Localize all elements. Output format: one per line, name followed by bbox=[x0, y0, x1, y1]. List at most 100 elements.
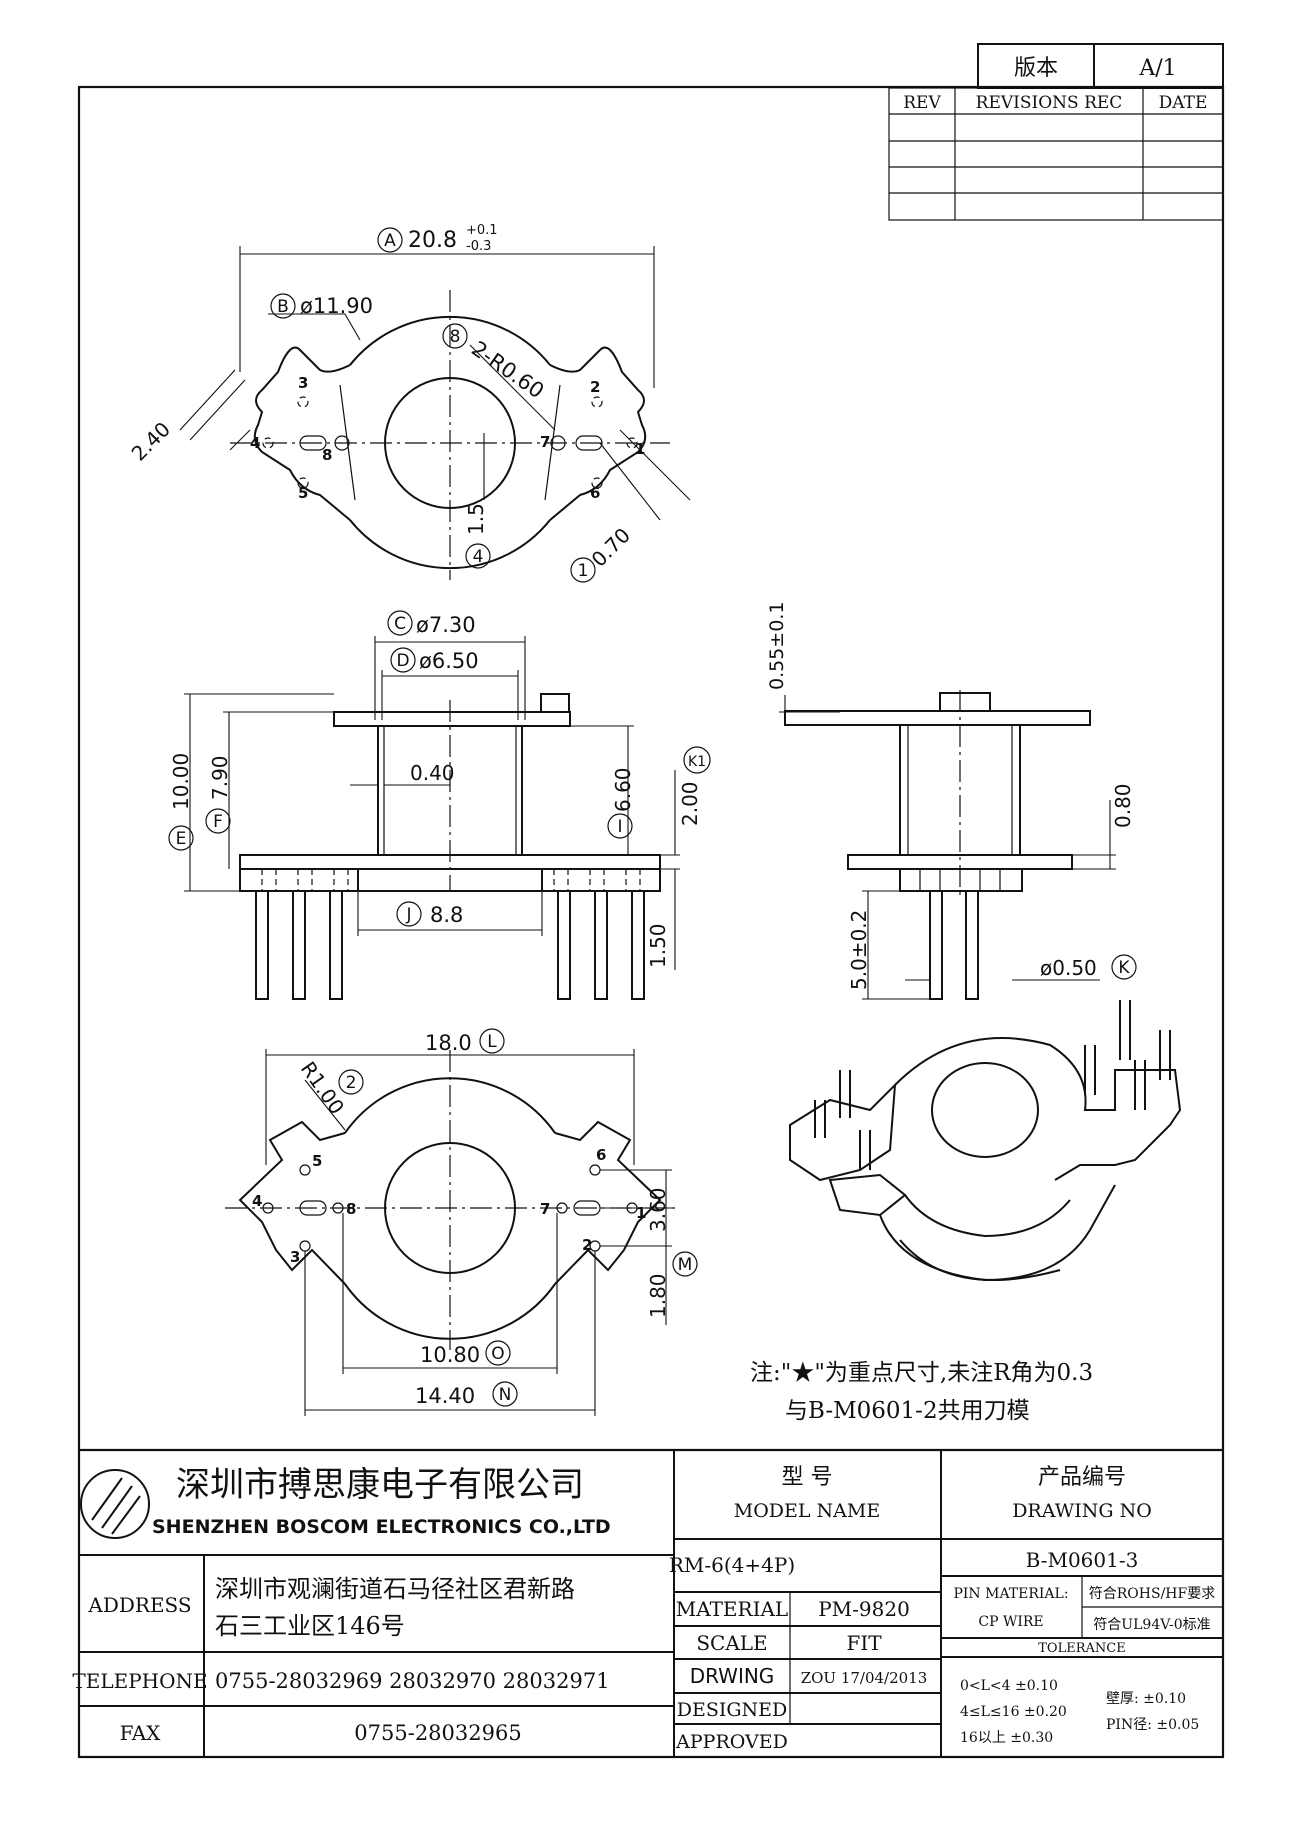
balloon-8-top bbox=[442, 323, 468, 349]
top-pin-4: 4 bbox=[250, 434, 260, 452]
dim-n-value: 14.40 bbox=[415, 1384, 475, 1408]
fax-label: FAX bbox=[120, 1721, 162, 1745]
bottom-pin-5: 5 bbox=[312, 1152, 322, 1170]
svg-text:E: E bbox=[176, 829, 187, 849]
drawing-label: DRWING bbox=[690, 1664, 775, 1688]
dim-l-value: 18.0 bbox=[425, 1031, 472, 1055]
balloon-j bbox=[396, 901, 422, 927]
top-pin-2: 2 bbox=[590, 378, 600, 396]
note-line-2: 与B-M0601-2共用刀模 bbox=[785, 1398, 1030, 1424]
dim-d-value: ø6.50 bbox=[419, 649, 479, 673]
bottom-pin-2: 2 bbox=[582, 1236, 592, 1254]
tolerance-label: TOLERANCE bbox=[1038, 1641, 1125, 1656]
pin-material-label: PIN MATERIAL: bbox=[953, 1586, 1068, 1602]
company-name-cn: 深圳市搏思康电子有限公司 bbox=[176, 1465, 584, 1505]
dim-080-value: 0.80 bbox=[1111, 783, 1135, 828]
balloon-o bbox=[485, 1340, 511, 1366]
dim-240-value: 2.40 bbox=[127, 417, 175, 465]
version-box: 版本 A/1 bbox=[977, 43, 1224, 89]
company-name-en: SHENZHEN BOSCOM ELECTRONICS CO.,LTD bbox=[152, 1516, 611, 1538]
dim-f-value: 7.90 bbox=[208, 755, 232, 800]
bottom-pin-7: 7 bbox=[540, 1200, 550, 1218]
telephone-value: 0755-28032969 28032970 28032971 bbox=[215, 1669, 610, 1693]
dim-040-value: 0.40 bbox=[410, 761, 455, 785]
top-pin-7: 7 bbox=[540, 433, 550, 451]
bottom-pin-4: 4 bbox=[252, 1192, 262, 1210]
svg-text:4: 4 bbox=[473, 547, 484, 567]
balloon-4-top bbox=[465, 543, 491, 569]
material-value: PM-9820 bbox=[818, 1597, 910, 1621]
wall-tolerance: 壁厚: ±0.10 bbox=[1106, 1691, 1186, 1707]
balloon-c bbox=[387, 610, 413, 636]
top-pin-6: 6 bbox=[590, 484, 600, 502]
revisions-rec-header: REVISIONS REC bbox=[976, 93, 1123, 113]
dim-c-value: ø7.30 bbox=[416, 613, 476, 637]
drawing-border bbox=[77, 85, 1225, 1759]
svg-text:1: 1 bbox=[578, 561, 589, 581]
designed-label: DESIGNED bbox=[677, 1699, 788, 1721]
balloon-n bbox=[492, 1381, 518, 1407]
scale-value: FIT bbox=[846, 1631, 882, 1655]
balloon-e bbox=[168, 825, 194, 851]
top-pin-5: 5 bbox=[298, 484, 308, 502]
dim-k1-value: 2.00 bbox=[678, 781, 702, 826]
dim-e-value: 10.00 bbox=[169, 753, 193, 810]
ul-compliance: 符合UL94V-0标准 bbox=[1093, 1617, 1210, 1633]
balloon-b bbox=[270, 293, 296, 319]
fax-value: 0755-28032965 bbox=[354, 1721, 521, 1745]
dim-150-value: 1.50 bbox=[646, 923, 670, 968]
balloon-2-bottom bbox=[338, 1069, 364, 1095]
balloon-f bbox=[205, 808, 231, 834]
svg-text:N: N bbox=[499, 1385, 512, 1405]
svg-text:A: A bbox=[384, 231, 396, 251]
svg-text:B: B bbox=[277, 297, 289, 317]
model-cn: 型 号 bbox=[782, 1465, 833, 1490]
approved-label: APPROVED bbox=[675, 1731, 788, 1753]
bottom-view: 18.0 L R1.00 2 1 2 3 4 5 6 7 8 bbox=[225, 1028, 698, 1416]
dim-m18-value: 1.80 bbox=[646, 1273, 670, 1318]
top-pin-3: 3 bbox=[298, 374, 308, 392]
bottom-pin-3: 3 bbox=[290, 1248, 300, 1266]
svg-text:M: M bbox=[678, 1255, 693, 1275]
balloon-k1 bbox=[683, 746, 711, 774]
material-label: MATERIAL bbox=[676, 1597, 788, 1621]
drawing-no-en: DRAWING NO bbox=[1012, 1500, 1152, 1522]
dim-50-value: 5.0±0.2 bbox=[847, 910, 871, 990]
front-view: C ø7.30 D ø6.50 bbox=[168, 610, 711, 1000]
drawing-no-cn: 产品编号 bbox=[1038, 1465, 1126, 1490]
balloon-m bbox=[672, 1251, 698, 1277]
telephone-label: TELEPHONE bbox=[72, 1669, 207, 1693]
tolerance-row-3: 16以上 ±0.30 bbox=[960, 1730, 1053, 1746]
address-line-1: 深圳市观澜街道石马径社区君新路 bbox=[215, 1575, 575, 1603]
version-label: 版本 bbox=[1014, 56, 1058, 81]
dim-k-value: ø0.50 bbox=[1040, 956, 1097, 980]
svg-text:K: K bbox=[1118, 958, 1130, 978]
date-header: DATE bbox=[1159, 93, 1208, 113]
dim-a-value: 20.8 bbox=[408, 228, 457, 253]
svg-text:O: O bbox=[491, 1344, 504, 1364]
svg-text:C: C bbox=[394, 614, 406, 634]
balloon-k bbox=[1111, 954, 1137, 980]
dim-8-value: 2-R0.60 bbox=[467, 336, 548, 403]
title-block: 深圳市搏思康电子有限公司 SHENZHEN BOSCOM ELECTRONICS… bbox=[72, 1448, 1223, 1757]
bottom-pin-6: 6 bbox=[596, 1146, 606, 1164]
svg-text:-0.3: -0.3 bbox=[466, 239, 491, 254]
drawing-by-value: ZOU 17/04/2013 bbox=[801, 1669, 928, 1687]
tolerance-row-2: 4≤L≤16 ±0.20 bbox=[960, 1704, 1067, 1720]
balloon-a bbox=[377, 227, 403, 253]
svg-text:D: D bbox=[396, 651, 409, 671]
tolerance-row-1: 0<L<4 ±0.10 bbox=[960, 1678, 1058, 1694]
dim-j-value: 8.8 bbox=[430, 903, 463, 927]
bottom-pin-1: 1 bbox=[636, 1204, 646, 1222]
svg-text:2: 2 bbox=[346, 1073, 357, 1093]
balloon-l bbox=[479, 1028, 505, 1054]
version-value: A/1 bbox=[1138, 56, 1176, 81]
top-pin-1: 1 bbox=[635, 440, 645, 458]
svg-text:I: I bbox=[617, 817, 622, 837]
address-label: ADDRESS bbox=[87, 1593, 191, 1617]
svg-text:K1: K1 bbox=[688, 754, 706, 770]
svg-text:J: J bbox=[405, 905, 411, 925]
scale-label: SCALE bbox=[696, 1631, 767, 1655]
pin-material-value: CP WIRE bbox=[978, 1614, 1043, 1630]
